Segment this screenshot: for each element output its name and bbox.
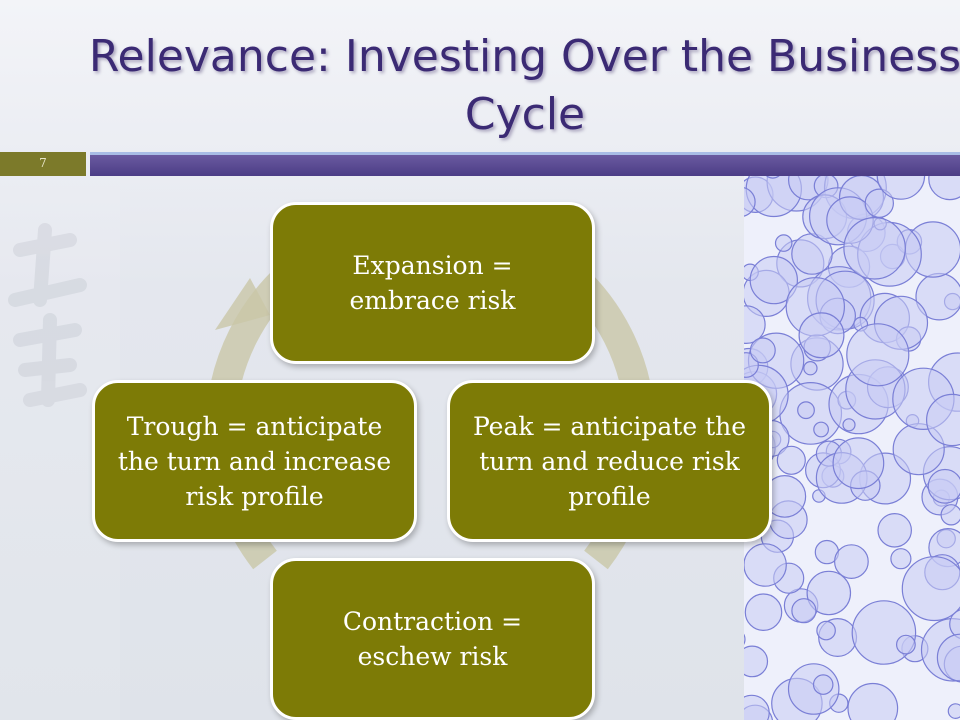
bubble xyxy=(847,682,899,720)
bubble xyxy=(890,548,912,570)
bubble xyxy=(749,255,798,305)
bubble xyxy=(901,556,960,622)
bubble xyxy=(843,217,906,280)
bubble xyxy=(765,176,780,179)
bubble xyxy=(832,437,885,490)
bubble xyxy=(744,633,746,645)
peak-label: Peak = anticipate the turn and reduce ri… xyxy=(472,411,747,511)
expansion-node[interactable]: Expansion = embrace risk xyxy=(270,202,595,364)
bubble xyxy=(806,570,852,616)
bubble xyxy=(744,543,787,587)
bubble xyxy=(949,609,960,639)
bubble xyxy=(864,188,895,218)
bubble xyxy=(774,234,793,252)
bubble xyxy=(791,598,817,624)
bubble xyxy=(744,187,756,217)
trough-node[interactable]: Trough = anticipate the turn and increas… xyxy=(92,380,417,542)
bubble xyxy=(842,418,856,432)
bubble xyxy=(803,360,818,376)
slide-number: 7 xyxy=(39,156,47,170)
bubble xyxy=(926,393,960,447)
title-divider-band xyxy=(90,152,960,176)
bubble xyxy=(940,504,960,526)
bubble xyxy=(798,312,845,359)
bubble xyxy=(744,645,769,678)
bubble xyxy=(813,421,829,438)
slide-title: Relevance: Investing Over the Business C… xyxy=(88,31,960,140)
bubble xyxy=(927,468,960,504)
contraction-node[interactable]: Contraction = eschew risk xyxy=(270,558,595,720)
bubble xyxy=(744,694,770,720)
bubble xyxy=(928,176,960,201)
bubble xyxy=(744,593,783,632)
bubble xyxy=(877,512,913,548)
bubble xyxy=(812,674,834,695)
bubble xyxy=(834,544,869,580)
bubble xyxy=(846,323,910,387)
bubble xyxy=(876,176,926,200)
trough-label: Trough = anticipate the turn and increas… xyxy=(117,411,392,511)
bubble xyxy=(816,620,836,641)
contraction-label: Contraction = eschew risk xyxy=(342,607,523,671)
bubble xyxy=(776,445,806,475)
bubble xyxy=(936,633,960,682)
bubble xyxy=(895,634,916,655)
bubble xyxy=(749,337,776,364)
slide-number-band xyxy=(0,152,86,176)
expansion-label: Expansion = embrace risk xyxy=(349,251,516,315)
bubble xyxy=(744,305,766,344)
bubble xyxy=(797,401,815,420)
peak-node[interactable]: Peak = anticipate the turn and reduce ri… xyxy=(447,380,772,542)
bubbles-image xyxy=(744,176,960,720)
bubble xyxy=(947,703,960,719)
cycle-arrowhead xyxy=(215,278,270,330)
